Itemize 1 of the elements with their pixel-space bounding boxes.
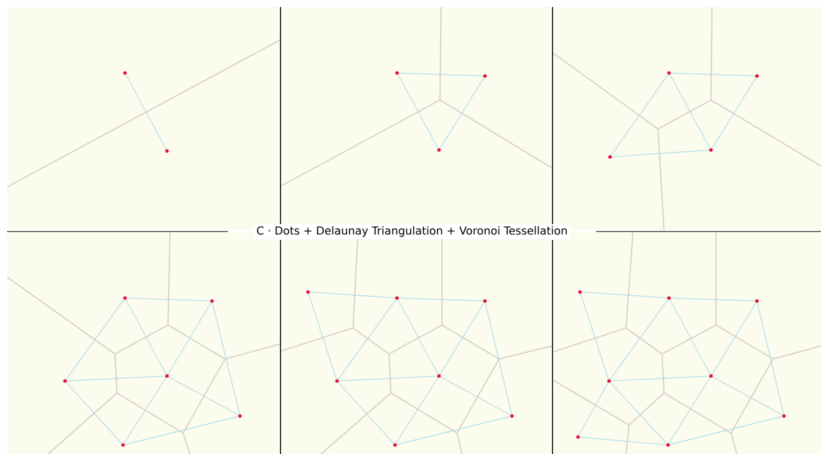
title: C · Dots + Delaunay Triangulation + Voronoi Tessellation: [254, 224, 570, 239]
